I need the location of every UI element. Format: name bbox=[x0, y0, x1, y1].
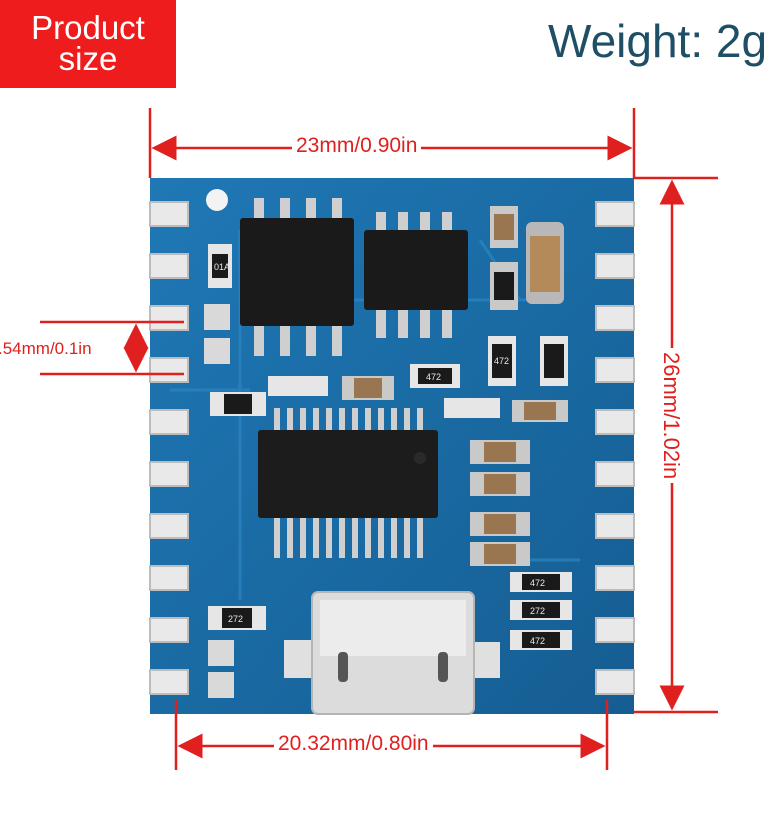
height-label: 26mm/1.02in bbox=[659, 348, 684, 484]
smd-components bbox=[204, 206, 572, 698]
soic-chip-left bbox=[240, 198, 354, 356]
pitch-label: .54mm/0.1in bbox=[0, 337, 94, 361]
badge-line-2: size bbox=[58, 40, 118, 77]
weight-label: Weight: 2g bbox=[548, 15, 768, 67]
micro-usb-port bbox=[284, 591, 500, 715]
width-bottom-label: 20.32mm/0.80in bbox=[274, 732, 433, 756]
width-top-label: 23mm/0.90in bbox=[292, 134, 422, 158]
badge-line-1: Product bbox=[31, 9, 145, 46]
tssop-chip bbox=[258, 408, 438, 558]
capacitor bbox=[526, 222, 564, 304]
soic-chip-right bbox=[364, 212, 468, 338]
edge-pads bbox=[149, 201, 635, 695]
product-size-badge: Product size bbox=[0, 0, 176, 88]
